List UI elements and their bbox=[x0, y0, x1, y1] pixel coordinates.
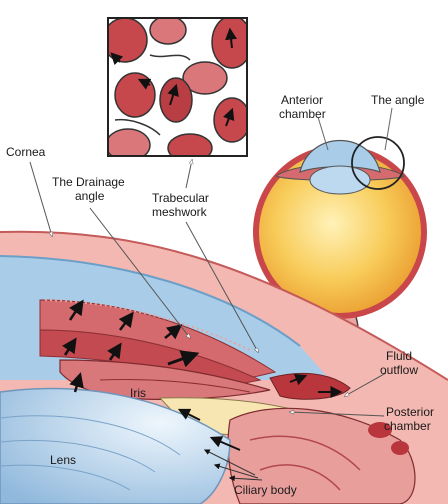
label-fluid-outflow-line2: outflow bbox=[380, 363, 418, 377]
label-drainage-angle-line1: The Drainage bbox=[52, 175, 125, 189]
meshwork-inset bbox=[107, 17, 248, 157]
label-iris: Iris bbox=[130, 386, 146, 400]
label-trabecular-line1: Trabecular bbox=[152, 191, 209, 205]
lens-small bbox=[309, 165, 371, 195]
label-ciliary-body: Ciliary body bbox=[234, 483, 297, 497]
ciliary-body-tissue bbox=[227, 407, 416, 504]
label-fluid-outflow-line1: Fluid bbox=[386, 349, 412, 363]
label-anterior-chamber-line1: Anterior bbox=[281, 93, 323, 107]
angle-highlight-circle bbox=[351, 136, 405, 190]
lens-tissue bbox=[0, 387, 231, 504]
label-the-angle: The angle bbox=[371, 93, 425, 107]
label-trabecular-line2: meshwork bbox=[152, 205, 208, 219]
cross-section bbox=[0, 230, 448, 504]
text-labels: Cornea The Drainage angle Trabecular mes… bbox=[6, 93, 434, 497]
label-cornea: Cornea bbox=[6, 145, 46, 159]
label-anterior-chamber-line2: chamber bbox=[279, 107, 326, 121]
label-pointers bbox=[29, 160, 387, 417]
label-drainage-angle-line2: angle bbox=[75, 189, 105, 203]
label-posterior-chamber-line2: chamber bbox=[384, 419, 431, 433]
fluid-flow-arrows bbox=[62, 299, 343, 482]
label-lens: Lens bbox=[50, 453, 76, 467]
label-posterior-chamber-line1: Posterior bbox=[386, 405, 434, 419]
